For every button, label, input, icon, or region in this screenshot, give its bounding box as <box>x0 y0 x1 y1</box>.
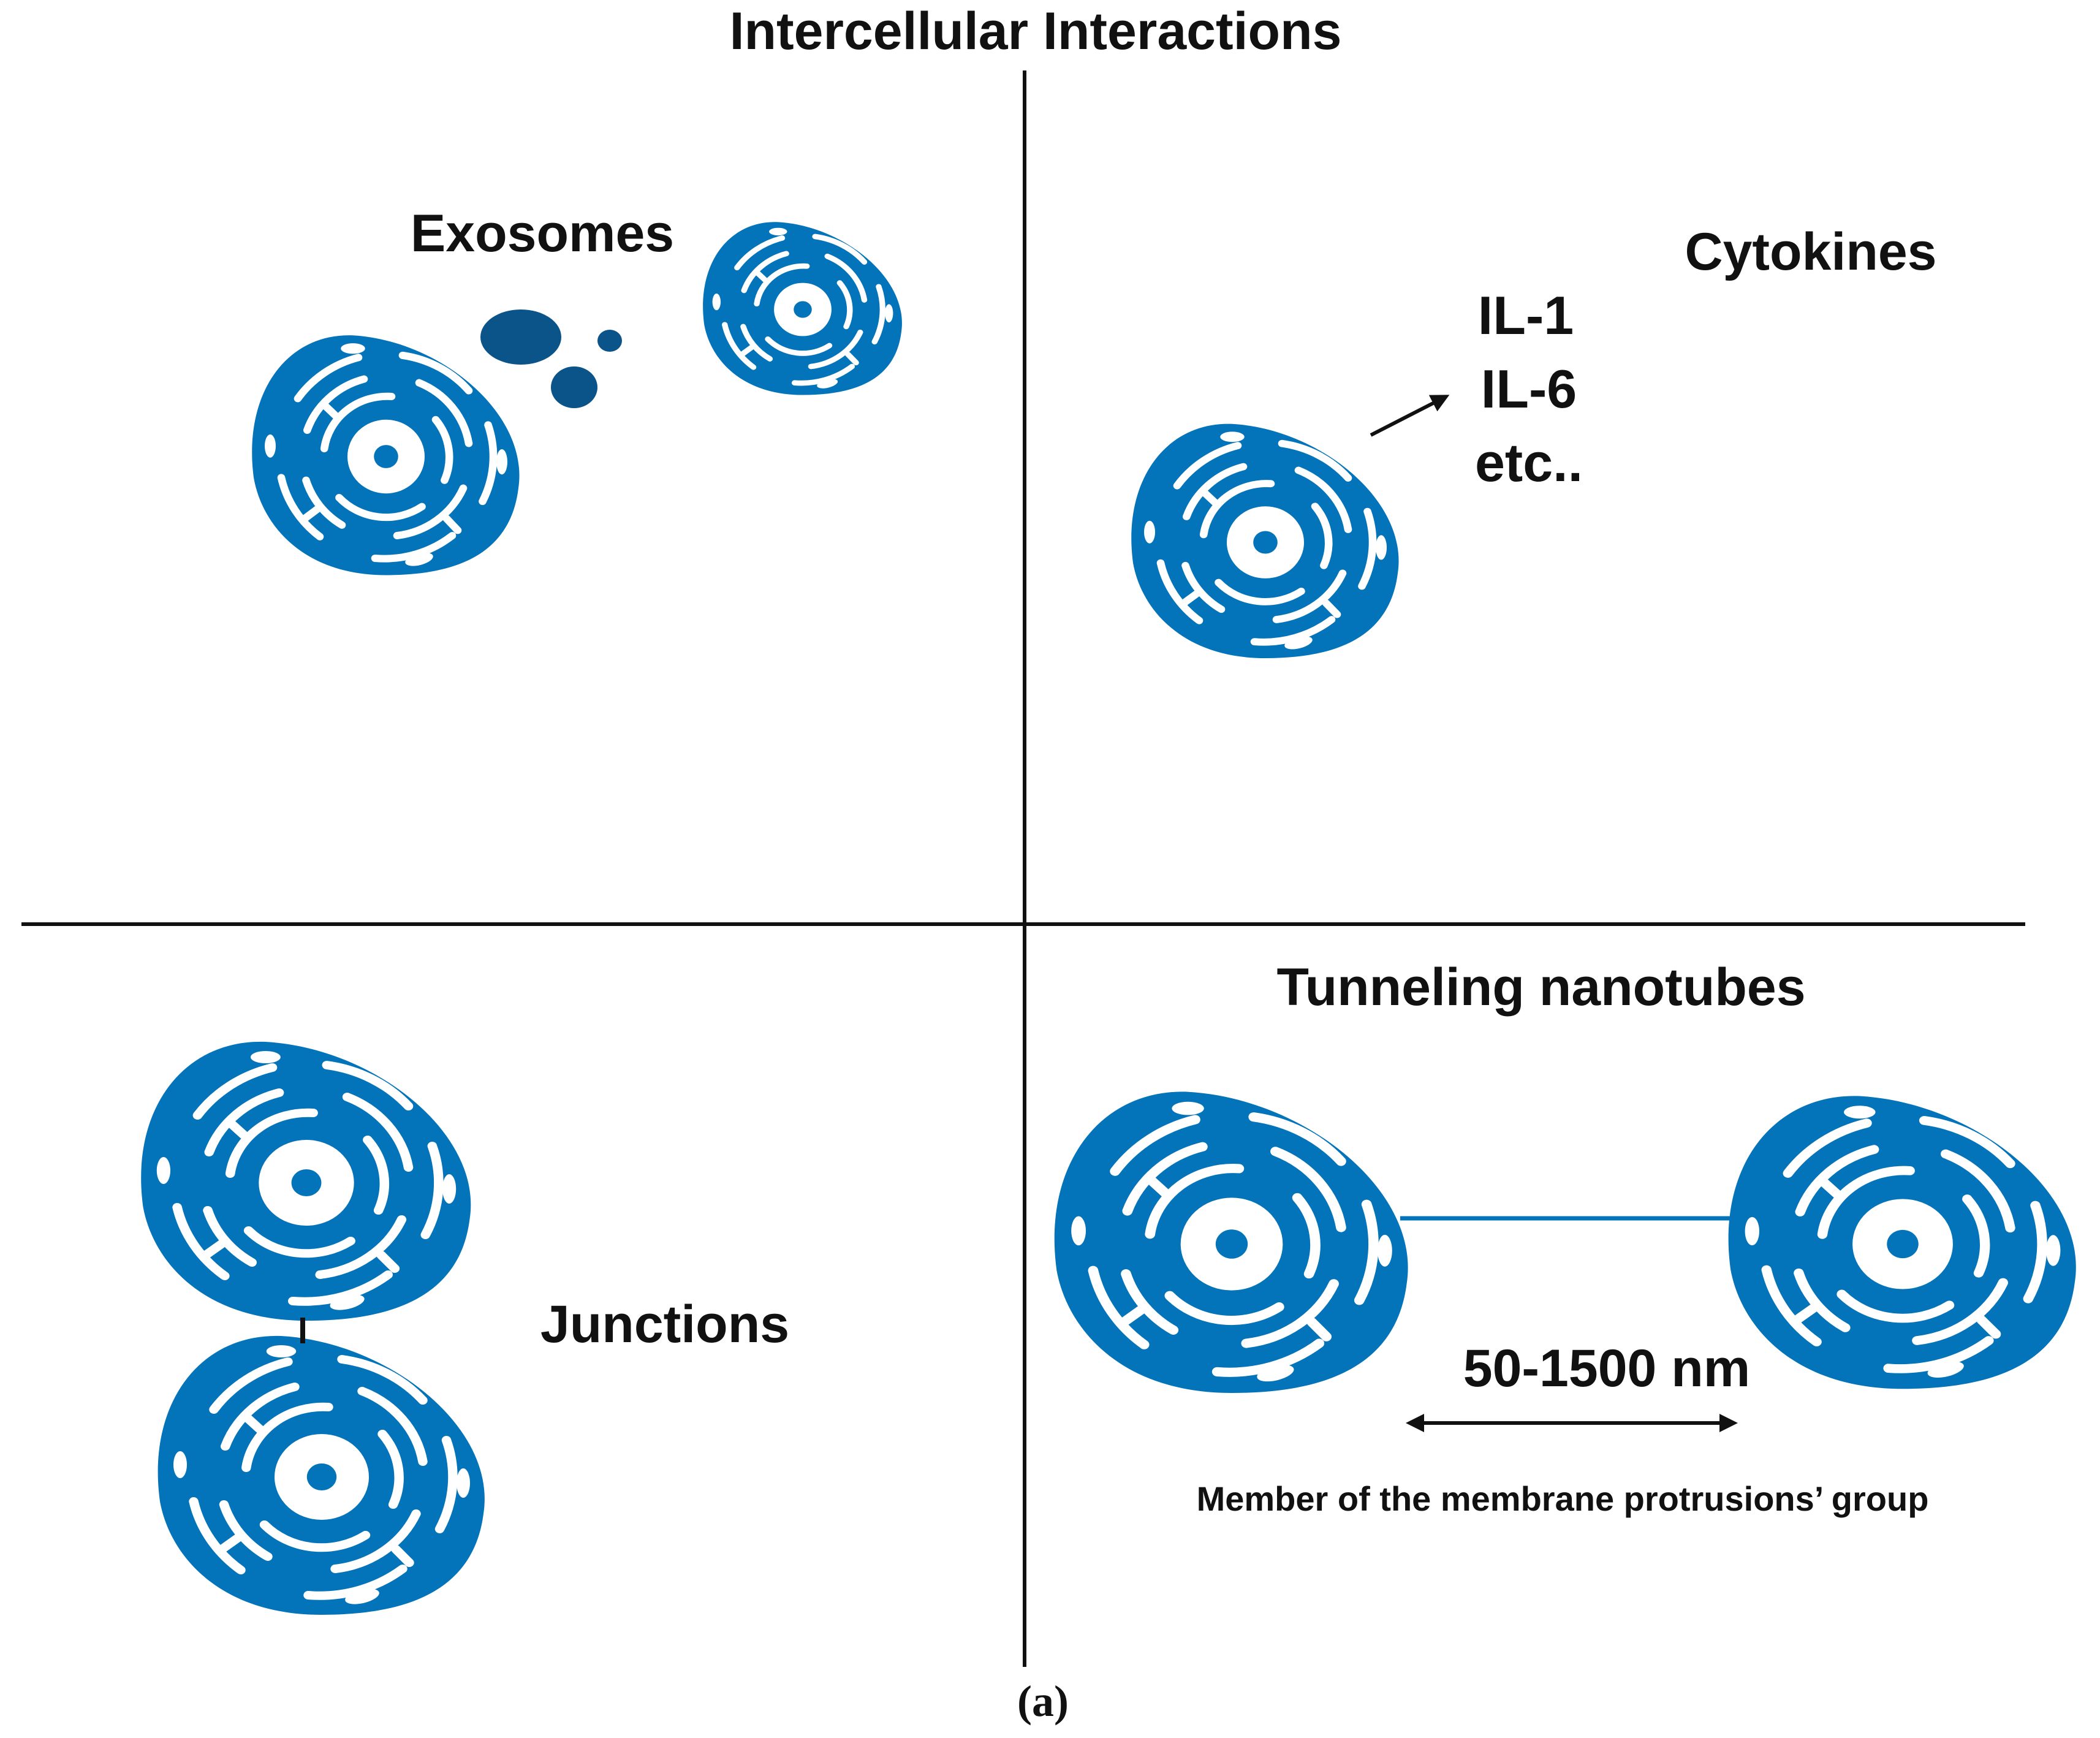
cytokines-label: Cytokines <box>1685 222 1936 281</box>
cell-icon <box>703 222 902 395</box>
panel-exosomes: Exosomes <box>252 204 902 575</box>
panel-tunneling-nanotubes: Tunneling nanotubes 50-1500 nm Member of… <box>1055 958 2076 1518</box>
cell-icon <box>1131 424 1398 658</box>
panel-cytokines: Cytokines IL-1 IL-6 etc.. <box>1131 222 1937 658</box>
vesicle-icon <box>480 309 561 365</box>
cell-icon <box>1729 1096 2076 1389</box>
cell-icon <box>158 1336 485 1615</box>
vesicle-icon <box>597 330 622 352</box>
cell-icon <box>1055 1091 1408 1393</box>
membrane-protrusions-note: Member of the membrane protrusions’ grou… <box>1197 1479 1929 1518</box>
cell-icon <box>252 335 519 575</box>
panel-junctions: Junctions <box>141 1042 789 1615</box>
cytokine-item: etc.. <box>1475 432 1583 493</box>
vesicle-icon <box>551 366 597 408</box>
exosomes-label: Exosomes <box>411 204 674 263</box>
cytokine-item: IL-6 <box>1481 359 1577 419</box>
junctions-label: Junctions <box>540 1295 789 1354</box>
cell-icon <box>141 1042 471 1321</box>
cytokine-item: IL-1 <box>1478 285 1574 346</box>
figure-caption: (a) <box>1017 1677 1069 1726</box>
tunneling-label: Tunneling nanotubes <box>1276 958 1805 1017</box>
figure-title: Intercellular Interactions <box>730 2 1342 61</box>
secretion-arrow <box>1370 395 1450 437</box>
nanotube-size-label: 50-1500 nm <box>1463 1339 1751 1398</box>
